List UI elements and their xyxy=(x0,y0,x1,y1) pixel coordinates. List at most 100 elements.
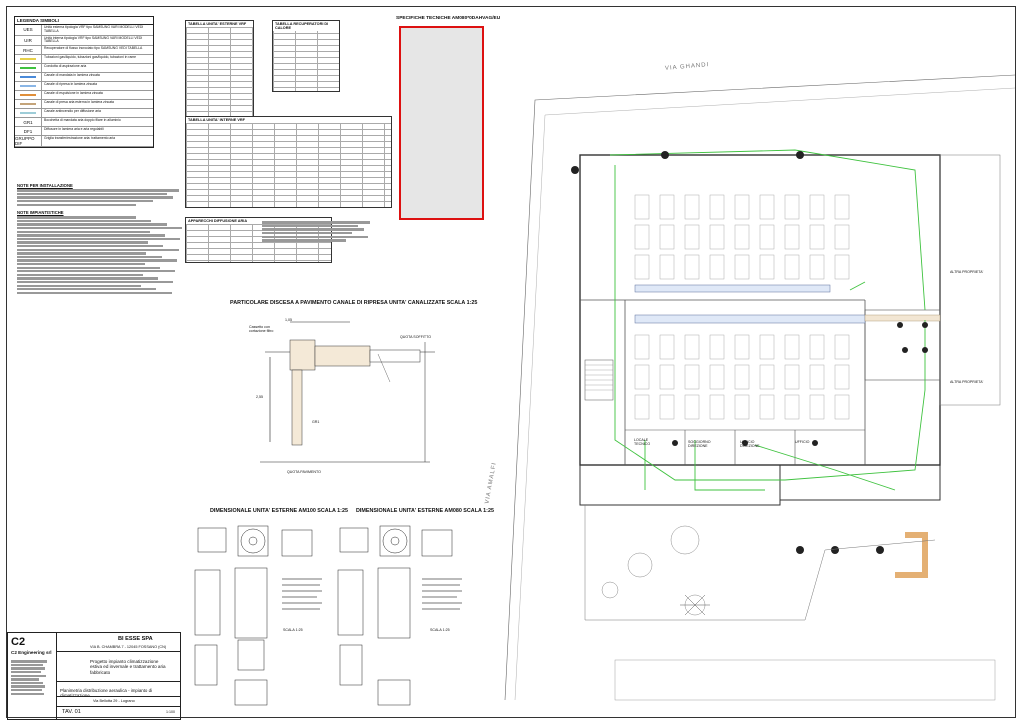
legend-text: Canale di espulsione in lamiera zincata xyxy=(44,91,103,96)
installation-notes: NOTE PER INSTALLAZIONE NOTE IMPIANTISTIC… xyxy=(17,183,187,295)
room-label-other-property-1: ALTRA PROPRIETA' xyxy=(950,270,984,274)
desk xyxy=(634,334,650,360)
floor-plan xyxy=(504,74,1016,701)
desk xyxy=(784,224,800,250)
desk xyxy=(634,394,650,420)
desk xyxy=(784,194,800,220)
project-description: Progetto impianto climatizzazione estiva… xyxy=(90,659,166,675)
legend-symbol xyxy=(15,109,42,118)
spec-title: SPECIFICHE TECNICHE AM080*0DAHVAG/EU xyxy=(396,16,501,21)
desk xyxy=(659,224,675,250)
legend-symbol: DF1 xyxy=(15,127,42,136)
company-logo: C2 xyxy=(11,636,26,648)
desk xyxy=(834,334,850,360)
desk xyxy=(734,194,750,220)
desk xyxy=(784,254,800,280)
legend-title: LEGENDA SIMBOLI xyxy=(15,17,153,25)
legend-row: Canale di ripresa in lamiera zincata xyxy=(15,82,153,92)
diffusion-notes xyxy=(262,220,382,260)
legend-symbol: UIR xyxy=(15,35,42,46)
scale-label-2: SCALA 1:25 xyxy=(430,628,450,632)
legend-text: Recuperatore di flusso incrociato tipo S… xyxy=(44,46,143,51)
legend-symbol xyxy=(15,91,42,100)
desk xyxy=(784,334,800,360)
desk xyxy=(684,364,700,390)
legend-line-swatch xyxy=(20,67,36,70)
desk xyxy=(759,254,775,280)
client-name: BI ESSE SPA xyxy=(118,636,153,642)
desk xyxy=(659,254,675,280)
legend-line-swatch xyxy=(20,103,36,106)
legend-symbol xyxy=(15,64,42,73)
legend-symbol: UES xyxy=(15,25,42,35)
desk xyxy=(834,364,850,390)
desk xyxy=(659,194,675,220)
legend-line-swatch xyxy=(20,76,36,79)
desk xyxy=(684,334,700,360)
room-label-management-lounge: SOGGIORNO DIREZIONE xyxy=(688,440,711,449)
room-label-management-office: UFFICIO DIREZIONE xyxy=(740,440,760,449)
desk xyxy=(634,224,650,250)
desk xyxy=(709,224,725,250)
desk xyxy=(809,194,825,220)
desk xyxy=(734,394,750,420)
drawing-description: Planimetria distribuzione aeraulica - im… xyxy=(60,688,153,698)
legend-symbol: RHC xyxy=(15,46,42,55)
legend-row: Condotta di aspirazione aria xyxy=(15,64,153,74)
air-diffusion-table-title: APPARECCHI DIFFUSIONE ARIA xyxy=(186,218,331,224)
legend-row: Canale di mandata in lamiera zincata xyxy=(15,73,153,83)
am100-title: DIMENSIONALE UNITA' ESTERNE AM100 SCALA … xyxy=(210,508,348,514)
legend-line-swatch xyxy=(20,94,36,97)
legend-symbol xyxy=(15,100,42,109)
outdoor-units-table-title: TABELLA UNITA' ESTERNE VRF xyxy=(186,21,253,27)
legend-text: Canale antincendio per diffusione aria xyxy=(44,109,101,114)
desk xyxy=(709,364,725,390)
desk xyxy=(734,334,750,360)
desk xyxy=(834,254,850,280)
gr1-label: GR1 xyxy=(312,420,320,424)
tav-number: 01 xyxy=(74,709,81,715)
legend-row: Canale di espulsione in lamiera zincata xyxy=(15,91,153,101)
desk xyxy=(734,364,750,390)
dim-width: 1,05 xyxy=(285,318,292,322)
legend-line-swatch xyxy=(20,112,36,115)
sheet-number: TAV. 01 xyxy=(62,709,81,715)
legend-text: Unità esterna tipologia VRF tipo SAMSUNG… xyxy=(44,25,144,33)
room-label-other-property-2: ALTRA PROPRIETA' xyxy=(950,380,984,384)
desk xyxy=(709,394,725,420)
dim-height: 2,55 xyxy=(256,395,263,399)
am080-title: DIMENSIONALE UNITA' ESTERNE AM080 SCALA … xyxy=(356,508,494,514)
legend-symbol: GR1 xyxy=(15,118,42,127)
legend-symbol xyxy=(15,82,42,91)
desk xyxy=(834,224,850,250)
desk xyxy=(759,364,775,390)
desk xyxy=(709,254,725,280)
legend-text: Canale di presa aria esterna in lamiera … xyxy=(44,100,114,105)
desk xyxy=(759,224,775,250)
desk xyxy=(809,394,825,420)
desk xyxy=(659,364,675,390)
drawing-scale: 1:100 xyxy=(166,710,175,714)
desk xyxy=(759,394,775,420)
legend-symbol xyxy=(15,55,42,64)
desk xyxy=(634,364,650,390)
indoor-units-table-title: TABELLA UNITA' INTERNE VRF xyxy=(186,117,391,123)
legend-text: Unità interna tipologia VRF tipo SAMSUNG… xyxy=(44,35,143,44)
desk xyxy=(809,364,825,390)
title-block: C2 C2 Engineering srl BI ESSE SPA VIA B.… xyxy=(7,632,181,720)
desk xyxy=(759,334,775,360)
desk xyxy=(709,194,725,220)
desk xyxy=(634,194,650,220)
drawing-sheet xyxy=(6,6,1016,718)
desk xyxy=(684,394,700,420)
notes-title-installation: NOTE PER INSTALLAZIONE xyxy=(17,183,73,188)
legend-symbol: GRUPPO DIF xyxy=(15,136,42,147)
desk xyxy=(784,394,800,420)
filter-box-label: Cassetto con cortazione filtro xyxy=(249,325,274,334)
heat-recovery-table-title: TABELLA RECUPERATORI DI CALORE xyxy=(273,21,339,31)
legend-line-swatch xyxy=(20,85,36,88)
